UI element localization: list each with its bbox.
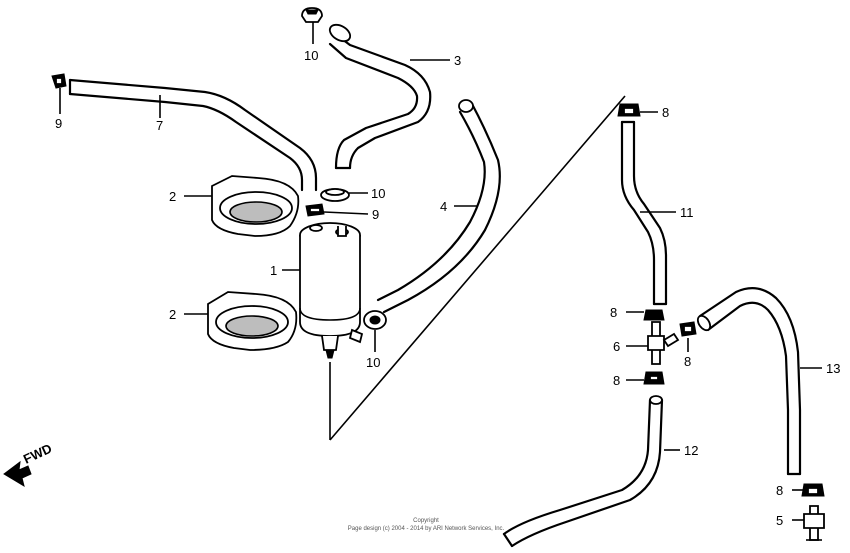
bracket-2-upper — [211, 175, 300, 237]
callout-8-mid-lower: 8 — [613, 373, 620, 388]
connector-5 — [803, 505, 825, 541]
callout-13: 13 — [826, 361, 840, 376]
hose-12 — [502, 395, 664, 548]
clip-8-right — [679, 321, 697, 337]
bracket-2-lower — [207, 291, 298, 351]
hose-11 — [620, 120, 668, 306]
leader-lines — [59, 22, 822, 521]
direction-label: FWD — [21, 441, 54, 467]
guide-lines — [329, 95, 626, 441]
fwd-arrow-icon — [3, 460, 32, 488]
callout-10-mid: 10 — [371, 186, 385, 201]
callout-10-top: 10 — [304, 48, 318, 63]
callout-9-left: 9 — [55, 116, 62, 131]
callout-7: 7 — [156, 118, 163, 133]
callout-8-top: 8 — [662, 105, 669, 120]
callout-4: 4 — [440, 199, 447, 214]
canister-1 — [299, 222, 364, 440]
callout-5: 5 — [776, 513, 783, 528]
hose-13 — [696, 287, 802, 476]
copyright-line-2: Page design (c) 2004 - 2014 by ARI Netwo… — [348, 526, 505, 532]
copyright-line-1: Copyright — [413, 518, 439, 524]
callout-8-bottom: 8 — [776, 483, 783, 498]
hose-4 — [376, 99, 501, 314]
clamp-10-lower — [363, 310, 387, 330]
clip-8-bottom — [801, 483, 825, 497]
clip-9-left — [51, 73, 67, 89]
callout-1: 1 — [270, 263, 277, 278]
hose-7 — [68, 78, 318, 192]
joint-6 — [647, 321, 680, 365]
callout-6: 6 — [613, 339, 620, 354]
clip-9-mid — [305, 203, 325, 217]
callout-9-mid: 9 — [372, 207, 379, 222]
clamp-10-mid — [320, 188, 350, 202]
callout-11: 11 — [680, 205, 694, 220]
clamp-10-top — [301, 7, 323, 23]
callout-8-mid-upper: 8 — [610, 305, 617, 320]
clip-8-mid-upper — [643, 309, 665, 321]
callout-10-lower: 10 — [366, 355, 380, 370]
callout-8-right: 8 — [684, 354, 691, 369]
callout-2-upper: 2 — [169, 189, 176, 204]
clip-8-mid-lower — [643, 371, 665, 385]
callout-3: 3 — [454, 53, 461, 68]
clip-8-top — [617, 103, 641, 117]
callout-12: 12 — [684, 443, 698, 458]
callout-2-lower: 2 — [169, 307, 176, 322]
hose-3 — [328, 23, 432, 170]
